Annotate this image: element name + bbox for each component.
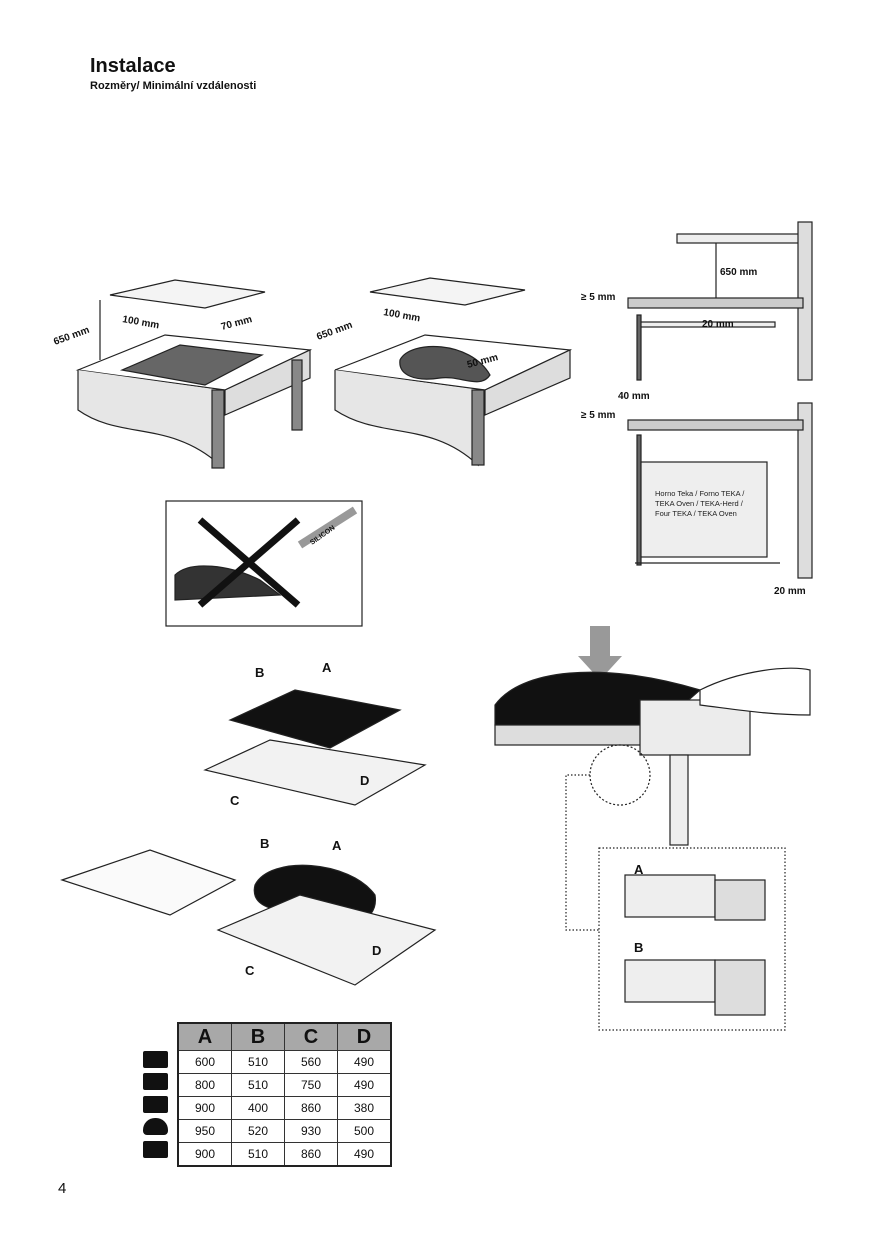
- table-cell: 490: [337, 1142, 392, 1167]
- oven-label: Horno Teka / Forno TEKA /: [655, 489, 745, 498]
- dim-40-label: 40 mm: [618, 391, 650, 402]
- page-subtitle: Rozměry/ Minimální vzdálenosti: [90, 80, 257, 92]
- header-c: C: [284, 1022, 338, 1051]
- hob-wide-icon: [143, 1073, 168, 1090]
- dim-20-label: 20 mm: [702, 319, 734, 330]
- table-cell: 800: [177, 1073, 232, 1097]
- table-cell: 520: [231, 1119, 285, 1143]
- dim-650-label: 650 mm: [52, 325, 91, 348]
- cutout-bean-diagram: 650 mm 100 mm 50 mm: [315, 277, 573, 467]
- dim-b-label: B: [260, 836, 269, 851]
- dim-a-label: A: [322, 660, 332, 675]
- dim-d-label: D: [360, 773, 369, 788]
- hob-bean-dimensions: B A C D: [60, 836, 437, 986]
- table-cell: 900: [177, 1142, 232, 1167]
- dim-d-label: D: [372, 943, 381, 958]
- hob-5-zone-icon: [143, 1141, 168, 1158]
- hob-4-zone-icon: [143, 1051, 168, 1068]
- table-cell: 380: [337, 1096, 392, 1120]
- table-cell: 500: [337, 1119, 392, 1143]
- side-view-oven: 40 mm ≥ 5 mm 20 mm Horno Teka / Forno TE…: [581, 391, 813, 597]
- cutout-rect-diagram: 650 mm 100 mm 70 mm: [52, 279, 313, 469]
- oven-label: TEKA Oven / TEKA-Herd /: [655, 499, 744, 508]
- table-cell: 930: [284, 1119, 338, 1143]
- page-title: Instalace: [90, 55, 176, 77]
- hob-3-zone-icon: [143, 1096, 168, 1113]
- table-cell: 600: [177, 1050, 232, 1074]
- side-view-hood: 650 mm ≥ 5 mm 20 mm: [581, 221, 813, 381]
- dim-c-label: C: [245, 963, 255, 978]
- hob-rect-dimensions: B A C D: [203, 660, 427, 808]
- header-d: D: [337, 1022, 392, 1051]
- dim-100-label: 100 mm: [382, 307, 421, 324]
- dim-70-label: 70 mm: [220, 314, 254, 333]
- table-cell: 950: [177, 1119, 232, 1143]
- dim-5-label: ≥ 5 mm: [581, 410, 615, 421]
- dim-b-label: B: [255, 665, 264, 680]
- detail-b-label: B: [634, 940, 643, 955]
- table-cell: 400: [231, 1096, 285, 1120]
- table-cell: 860: [284, 1142, 338, 1167]
- no-silicone-diagram: SILICON: [165, 500, 363, 627]
- table-cell: 860: [284, 1096, 338, 1120]
- table-cell: 750: [284, 1073, 338, 1097]
- table-cell: 900: [177, 1096, 232, 1120]
- dim-a-label: A: [332, 838, 342, 853]
- dim-c-label: C: [230, 793, 240, 808]
- table-cell: 510: [231, 1142, 285, 1167]
- dim-650-label: 650 mm: [720, 267, 757, 278]
- dim-5-label: ≥ 5 mm: [581, 292, 615, 303]
- hob-installation-diagram: A B: [494, 626, 811, 1031]
- table-cell: 490: [337, 1050, 392, 1074]
- page-number: 4: [58, 1180, 67, 1197]
- hob-bean-icon: [143, 1118, 168, 1135]
- table-cell: 560: [284, 1050, 338, 1074]
- dim-100-label: 100 mm: [121, 314, 160, 331]
- dim-650-label: 650 mm: [315, 320, 354, 343]
- table-cell: 490: [337, 1073, 392, 1097]
- header-b: B: [231, 1022, 285, 1051]
- table-cell: 510: [231, 1050, 285, 1074]
- table-cell: 510: [231, 1073, 285, 1097]
- header-a: A: [177, 1022, 232, 1051]
- oven-label: Four TEKA / TEKA Oven: [655, 509, 737, 518]
- detail-a-label: A: [634, 862, 644, 877]
- dim-20-label: 20 mm: [774, 586, 806, 597]
